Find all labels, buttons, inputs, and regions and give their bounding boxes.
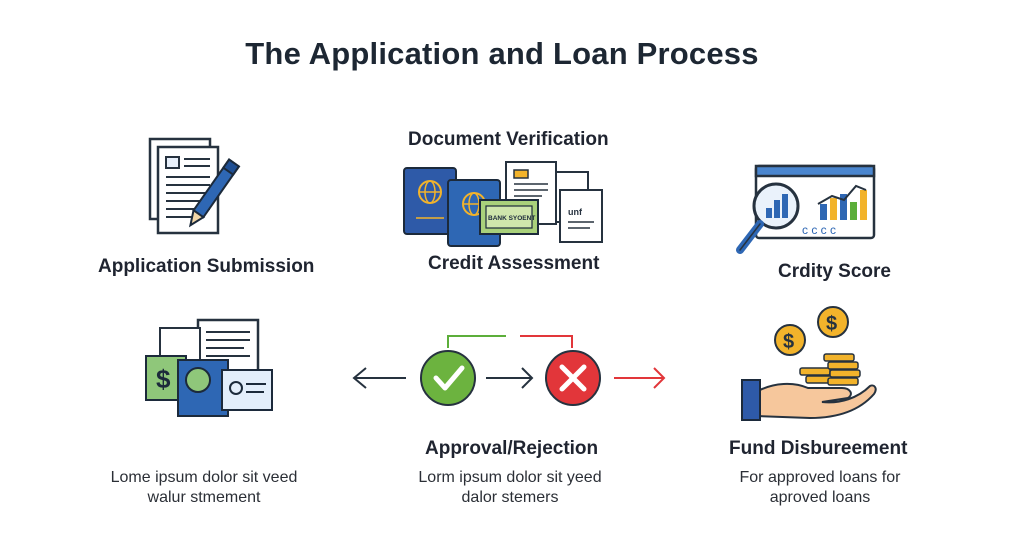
documents-stack-icon: unf BANK SYOENT (403, 161, 603, 247)
description-center-line2: dalor stemers (461, 489, 559, 506)
description-right-line1: For approved loans for (739, 469, 901, 486)
magnifier-chart-icon: c c c c (736, 164, 876, 254)
description-left-line1: Lome ipsum dolor sit veed (110, 469, 298, 486)
svg-text:c c c c: c c c c (802, 223, 836, 237)
svg-text:$: $ (156, 364, 171, 394)
step-approval-rejection: Approval/Rejection (425, 438, 599, 459)
page-title: The Application and Loan Process (245, 36, 759, 71)
reject-connector (520, 335, 573, 348)
svg-text:$: $ (826, 313, 837, 335)
description-center-line1: Lorm ipsum dolor sit yeed (418, 469, 602, 486)
paperwork-dollar-icon: $ (145, 318, 273, 417)
svg-text:$: $ (783, 331, 794, 353)
bank-statement-text: BANK SYOENT (488, 215, 535, 222)
document-pen-icon (148, 137, 241, 235)
check-circle-icon (420, 350, 476, 406)
step-credit-assessment: Credit Assessment (428, 253, 600, 274)
report-doc-text: unf (568, 207, 583, 217)
description-right-line2: aproved loans (769, 489, 871, 506)
hand-coins-icon: $ $ (741, 306, 877, 421)
step-application-submission: Application Submission (98, 256, 315, 277)
step-fund-disbursement: Fund Disbureement (729, 438, 908, 459)
step-credity-score: Crdity Score (778, 261, 891, 282)
step-document-verification: Document Verification (408, 129, 609, 150)
description-left-line2: walur stmement (147, 489, 261, 506)
description-left: Lome ipsum dolor sit veed walur stmement (92, 468, 316, 508)
approve-connector (447, 335, 506, 348)
description-right: For approved loans for aproved loans (708, 468, 932, 508)
description-center: Lorm ipsum dolor sit yeed dalor stemers (398, 468, 622, 508)
approval-flow-diagram (352, 335, 666, 406)
